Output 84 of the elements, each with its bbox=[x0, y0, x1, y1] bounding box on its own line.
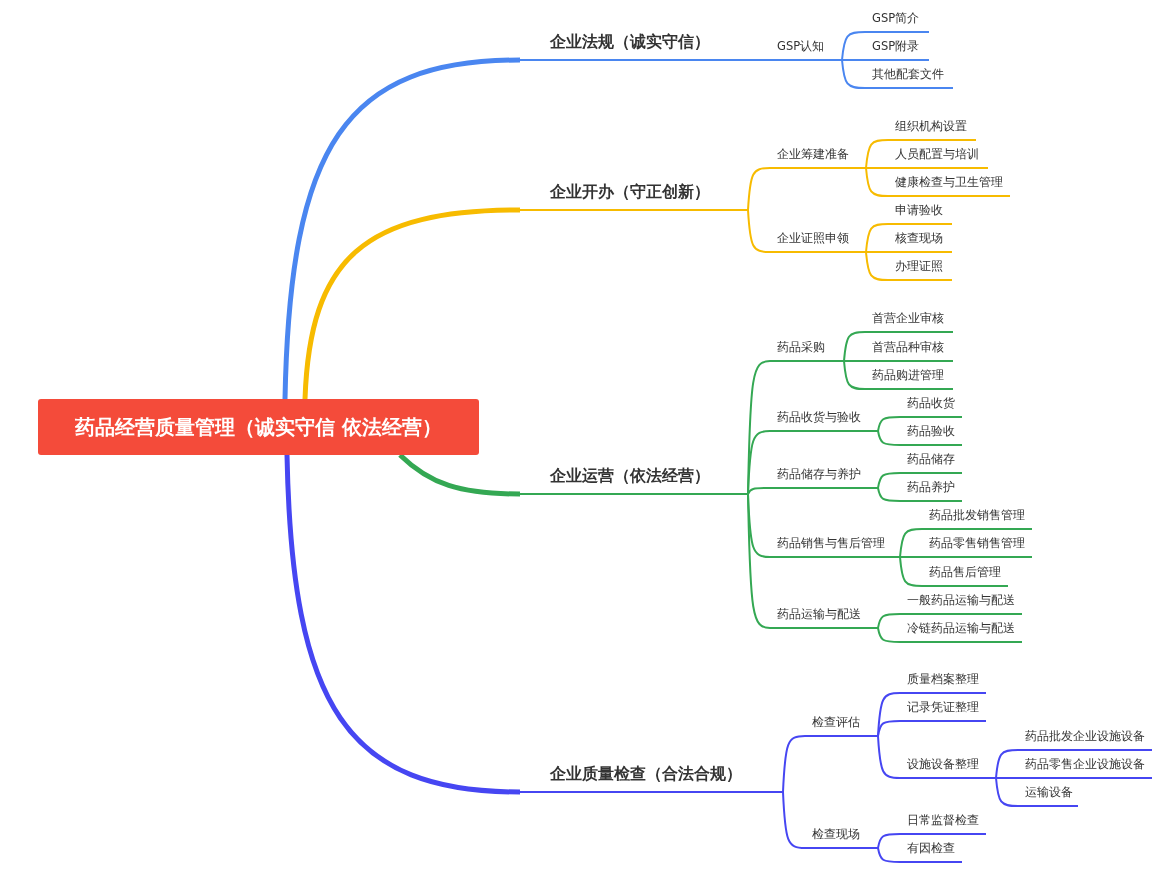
main-topic: 企业质量检查（合法合规） bbox=[520, 759, 783, 793]
branch-line bbox=[284, 454, 521, 795]
subtopic: 药品销售与售后管理 bbox=[770, 534, 900, 558]
subtopic: 药品运输与配送 bbox=[770, 605, 878, 629]
subtopic: 核查现场 bbox=[888, 229, 952, 253]
branch-line bbox=[877, 613, 901, 629]
subtopic: 药品采购 bbox=[770, 338, 844, 362]
branch-line bbox=[747, 209, 771, 253]
branch-line bbox=[782, 735, 806, 793]
branch-line bbox=[865, 167, 889, 197]
branch-line bbox=[877, 472, 901, 489]
branch-line bbox=[747, 487, 771, 495]
subtopic: 企业筹建准备 bbox=[770, 145, 866, 169]
subtopic: 组织机构设置 bbox=[888, 117, 976, 141]
subtopic: 冷链药品运输与配送 bbox=[900, 619, 1022, 643]
branch-line bbox=[747, 167, 771, 211]
subtopic: 药品收货与验收 bbox=[770, 408, 878, 432]
subtopic: 药品养护 bbox=[900, 478, 962, 502]
main-topic: 企业开办（守正创新） bbox=[520, 177, 748, 211]
subtopic: 办理证照 bbox=[888, 257, 952, 281]
branch-line bbox=[282, 57, 521, 400]
subtopic: 药品储存 bbox=[900, 450, 962, 474]
branch-line bbox=[995, 749, 1019, 779]
branch-line bbox=[865, 167, 889, 169]
branch-line bbox=[877, 430, 901, 446]
branch-line bbox=[302, 207, 521, 400]
branch-line bbox=[843, 360, 866, 362]
root-topic-box: 药品经营质量管理（诚实守信 依法经营） bbox=[38, 399, 479, 455]
main-topic: 企业法规（诚实守信） bbox=[520, 27, 748, 61]
branch-line bbox=[877, 833, 901, 849]
branch-line bbox=[865, 251, 889, 253]
branch-line bbox=[865, 251, 889, 281]
subtopic: GSP简介 bbox=[865, 9, 929, 33]
subtopic: 检查现场 bbox=[805, 825, 878, 849]
subtopic: 药品购进管理 bbox=[865, 366, 953, 390]
branch-line bbox=[995, 777, 1019, 807]
subtopic: 药品验收 bbox=[900, 422, 962, 446]
subtopic: 检查评估 bbox=[805, 713, 878, 737]
branch-line bbox=[877, 735, 901, 779]
subtopic: 健康检查与卫生管理 bbox=[888, 173, 1010, 197]
branch-line bbox=[877, 847, 901, 863]
branch-line bbox=[899, 556, 923, 558]
subtopic: 药品零售销售管理 bbox=[922, 534, 1032, 558]
subtopic: 首营企业审核 bbox=[865, 309, 953, 333]
branch-line bbox=[841, 31, 866, 61]
branch-line bbox=[865, 223, 889, 253]
branch-line bbox=[747, 493, 771, 629]
branch-line bbox=[877, 627, 901, 643]
subtopic: 有因检查 bbox=[900, 839, 962, 863]
subtopic: 一般药品运输与配送 bbox=[900, 591, 1022, 615]
subtopic: 记录凭证整理 bbox=[900, 698, 986, 722]
subtopic: 药品批发销售管理 bbox=[922, 506, 1032, 530]
subtopic: 药品零售企业设施设备 bbox=[1018, 755, 1152, 779]
branch-line bbox=[899, 528, 923, 558]
subtopic: 运输设备 bbox=[1018, 783, 1078, 807]
branch-line bbox=[782, 791, 806, 849]
subtopic: 药品储存与养护 bbox=[770, 465, 878, 489]
subtopic: 企业证照申领 bbox=[770, 229, 866, 253]
main-topic: 企业运营（依法经营） bbox=[520, 461, 748, 495]
subtopic: GSP附录 bbox=[865, 37, 929, 61]
branch-line bbox=[877, 487, 901, 502]
subtopic: 设施设备整理 bbox=[900, 755, 996, 779]
subtopic: 药品售后管理 bbox=[922, 563, 1008, 587]
branch-line bbox=[877, 720, 901, 737]
branch-line bbox=[995, 777, 1019, 779]
subtopic: 申请验收 bbox=[888, 201, 952, 225]
branch-line bbox=[398, 453, 521, 497]
branch-line bbox=[843, 331, 866, 362]
branch-line bbox=[841, 59, 866, 89]
branch-line bbox=[747, 430, 771, 495]
subtopic: 其他配套文件 bbox=[865, 65, 953, 89]
subtopic: 日常监督检查 bbox=[900, 811, 986, 835]
branch-line bbox=[865, 139, 889, 169]
branch-line bbox=[841, 59, 866, 61]
subtopic: 首营品种审核 bbox=[865, 338, 953, 362]
subtopic: 药品收货 bbox=[900, 394, 962, 418]
subtopic: 药品批发企业设施设备 bbox=[1018, 727, 1152, 751]
subtopic: GSP认知 bbox=[770, 37, 842, 61]
branch-line bbox=[843, 360, 866, 390]
branch-line bbox=[877, 416, 901, 432]
branch-line bbox=[899, 556, 923, 587]
subtopic: 质量档案整理 bbox=[900, 670, 986, 694]
subtopic: 人员配置与培训 bbox=[888, 145, 988, 169]
branch-line bbox=[747, 59, 771, 61]
